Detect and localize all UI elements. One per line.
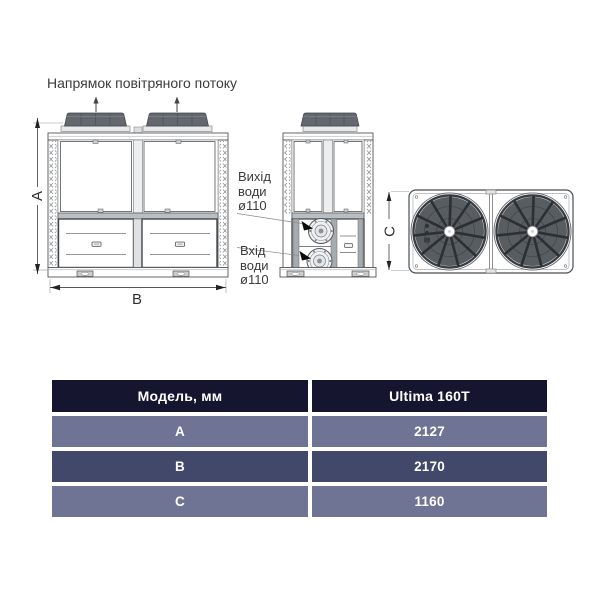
side-lower-panel (340, 235, 356, 253)
water-inlet-leader (236, 247, 311, 261)
coil-column-left (47, 139, 59, 269)
dimensions-table: Модель, мм Ultima 160T A 2127 B 2170 C 1… (52, 380, 547, 521)
coil-column-right (217, 139, 229, 269)
side-view (236, 112, 377, 278)
table-cell-value: 1160 (312, 486, 547, 517)
dimension-a: A (29, 118, 63, 274)
water-inlet-label: Вхід води ø110 (240, 243, 269, 287)
coil-column-side-right (363, 139, 374, 269)
airflow-direction-title: Напрямок повітряного потоку (47, 75, 238, 91)
service-panel-left (57, 218, 135, 269)
airflow-arrow-right-icon (174, 96, 180, 112)
fan-cap-right (142, 112, 213, 132)
table-cell-param: A (52, 416, 308, 447)
technical-drawing: A B (29, 96, 574, 308)
fan-cap-left (60, 112, 131, 132)
table-header-value: Ultima 160T (312, 380, 547, 412)
fan-motor-detail (424, 224, 430, 243)
table-cell-param: B (52, 451, 308, 482)
table-cell-value: 2170 (312, 451, 547, 482)
base-frame-side (279, 267, 377, 278)
dimension-b-label: B (132, 291, 142, 308)
airflow-arrow-left-icon (93, 96, 99, 112)
dimension-c: C (382, 191, 409, 271)
table-header-model: Модель, мм (52, 380, 308, 412)
frame-screws (414, 195, 568, 268)
water-outlet-label: Вихід води ø110 (238, 169, 271, 213)
coil-column-side-left (282, 139, 293, 269)
table-cell-value: 2127 (312, 416, 547, 447)
water-outlet-leader (236, 213, 313, 231)
service-panel-right (141, 218, 218, 269)
water-outlet-flange (308, 218, 334, 244)
table-row-a: A 2127 (52, 416, 547, 447)
dimension-c-label: C (382, 226, 399, 237)
top-view (408, 189, 574, 274)
dimension-b: B (49, 279, 227, 308)
table-header-row: Модель, мм Ultima 160T (52, 380, 547, 412)
front-view: A B (29, 96, 229, 308)
table-row-c: C 1160 (52, 486, 547, 517)
fan-grille-left (409, 191, 490, 272)
table-cell-param: C (52, 486, 308, 517)
dimension-a-label: A (29, 191, 46, 201)
base-frame-front (47, 267, 229, 278)
fan-grille-right (492, 191, 573, 272)
table-row-b: B 2170 (52, 451, 547, 482)
